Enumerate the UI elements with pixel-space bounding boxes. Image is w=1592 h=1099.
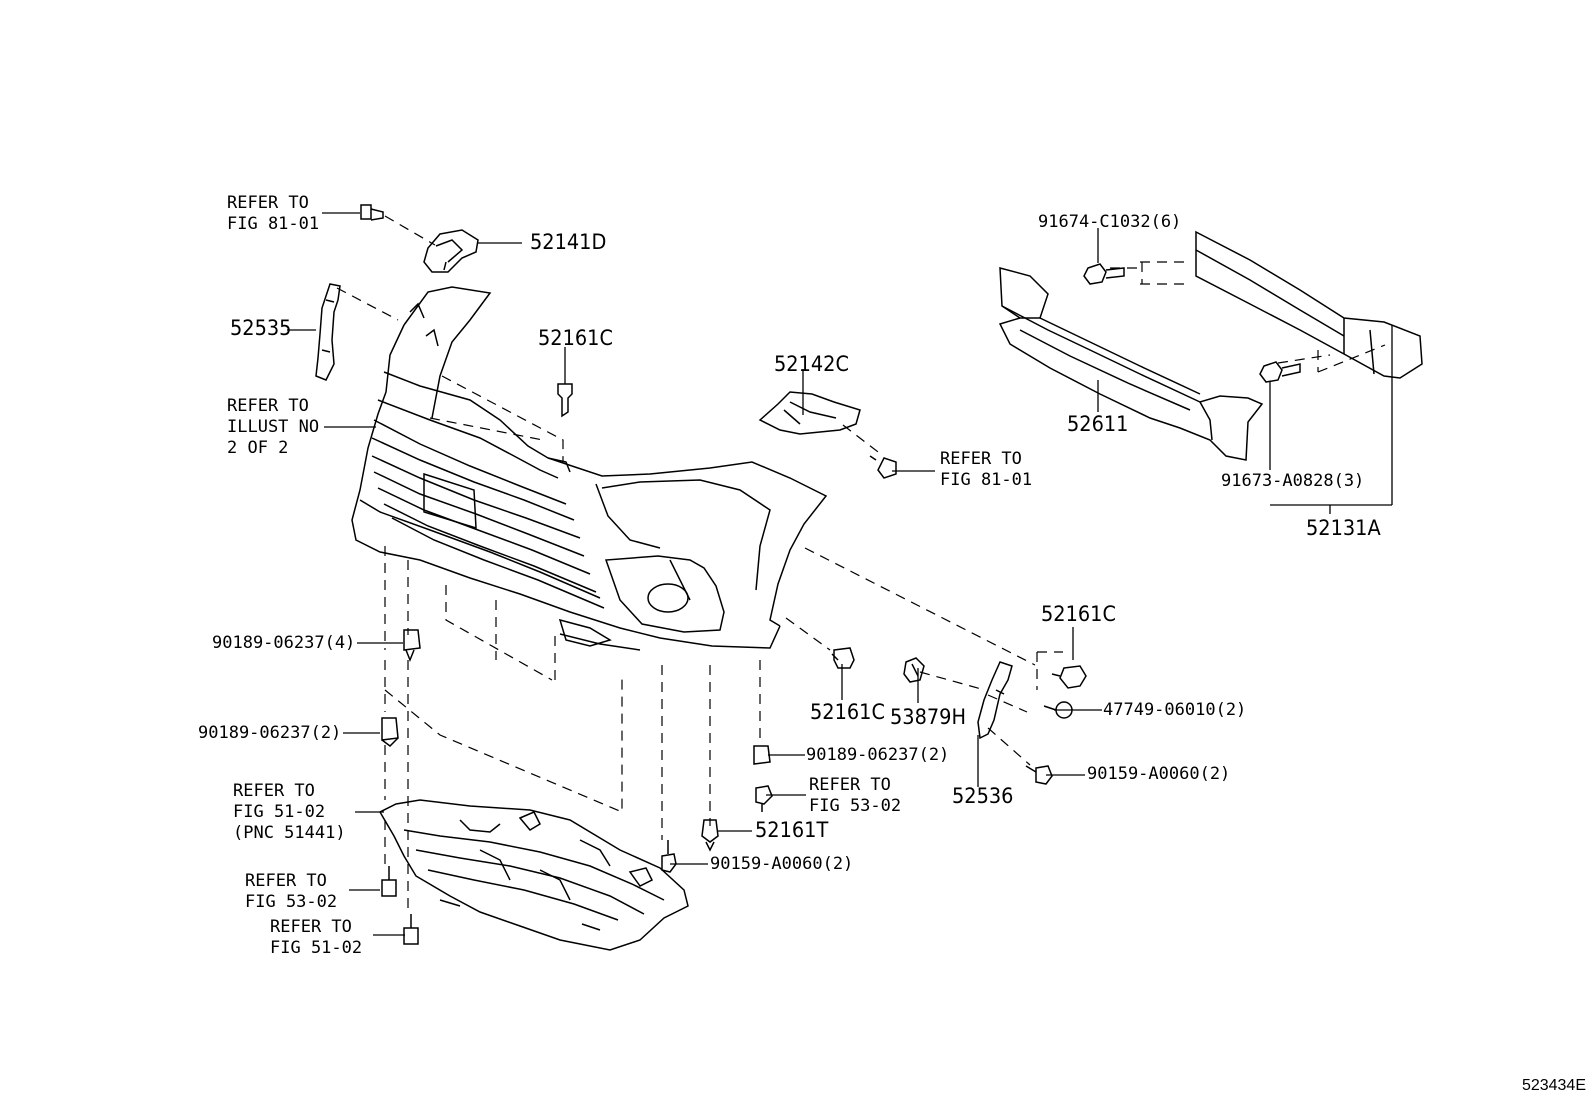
clip-52161C-top: [557, 383, 573, 418]
part-number-52535: 52535: [230, 316, 292, 340]
bolt-refer-53-02-left: [381, 866, 397, 897]
engine-under-cover: [378, 799, 689, 951]
part-number-53879H: 53879H: [890, 705, 967, 729]
part-number-52611: 52611: [1067, 412, 1129, 436]
bolt-90159-bottom: [661, 840, 677, 873]
bracket-52141D: [423, 229, 479, 273]
bolt-52142C-refer-81: [869, 455, 897, 479]
label-line: FIG 53-02: [809, 796, 902, 816]
figure-id: 523434E: [1521, 1077, 1586, 1094]
bolt-90159-right: [1025, 765, 1053, 785]
clip-52161C-mid: [831, 647, 855, 669]
label-line: REFER TO: [227, 396, 309, 416]
label-line: REFER TO: [809, 775, 891, 795]
label-line: FIG 51-02: [233, 802, 326, 822]
front-bumper-cover: [351, 286, 828, 651]
clip-90189-2-mid: [753, 745, 771, 765]
part-number-90159-A0060-right: 90159-A0060(2): [1087, 764, 1231, 784]
leader-lines: [287, 212, 1393, 936]
part-number-52131A: 52131A: [1306, 516, 1381, 540]
label-line: REFER TO: [233, 781, 315, 801]
bolt-91673: [1259, 361, 1301, 383]
label-line: FIG 81-01: [227, 214, 320, 234]
bolt-refer-53-02-mid: [755, 785, 773, 812]
clip-90189-4: [403, 629, 421, 663]
part-number-90189-06237-4: 90189-06237(4): [212, 633, 356, 653]
bracket-52535: [315, 283, 341, 381]
part-number-52161C-top: 52161C: [538, 326, 613, 350]
part-number-52161T: 52161T: [755, 818, 829, 842]
bracket-53879H: [903, 657, 925, 683]
part-number-52536: 52536: [952, 784, 1014, 808]
fastener-47749: [1043, 701, 1073, 719]
label-line: FIG 81-01: [940, 470, 1033, 490]
label-line: REFER TO: [245, 871, 327, 891]
label-line: ILLUST NO: [227, 417, 320, 437]
part-number-90189-06237-2-mid: 90189-06237(2): [806, 745, 950, 765]
reinforcement-52131A: [998, 230, 1423, 461]
part-number-90189-06237-2-left: 90189-06237(2): [198, 723, 342, 743]
part-number-91674-C1032: 91674-C1032(6): [1038, 212, 1182, 232]
part-number-91673-A0828: 91673-A0828(3): [1221, 471, 1365, 491]
part-number-52161C-right: 52161C: [1041, 602, 1116, 626]
clip-52161C-right: [1051, 665, 1087, 689]
label-line: REFER TO: [270, 917, 352, 937]
label-line: (PNC 51441): [233, 823, 346, 843]
part-number-52161C-mid: 52161C: [810, 700, 885, 724]
label-line: FIG 53-02: [245, 892, 338, 912]
part-number-47749-06010: 47749-06010(2): [1103, 700, 1247, 720]
label-line: FIG 51-02: [270, 938, 363, 958]
part-number-90159-A0060-bottom: 90159-A0060(2): [710, 854, 854, 874]
bolt-top-refer-81: [360, 204, 384, 221]
clip-52161T: [701, 819, 719, 852]
clip-90189-2-left: [381, 717, 399, 747]
part-number-52142C: 52142C: [774, 352, 849, 376]
label-line: REFER TO: [940, 449, 1022, 469]
bolt-refer-51-02-bottom: [403, 914, 419, 945]
bracket-52536: [977, 661, 1013, 740]
bracket-52142C: [758, 391, 861, 435]
label-line: 2 OF 2: [227, 438, 289, 458]
bolt-91674: [1083, 263, 1125, 285]
label-line: REFER TO: [227, 193, 309, 213]
part-number-52141D: 52141D: [530, 230, 607, 254]
